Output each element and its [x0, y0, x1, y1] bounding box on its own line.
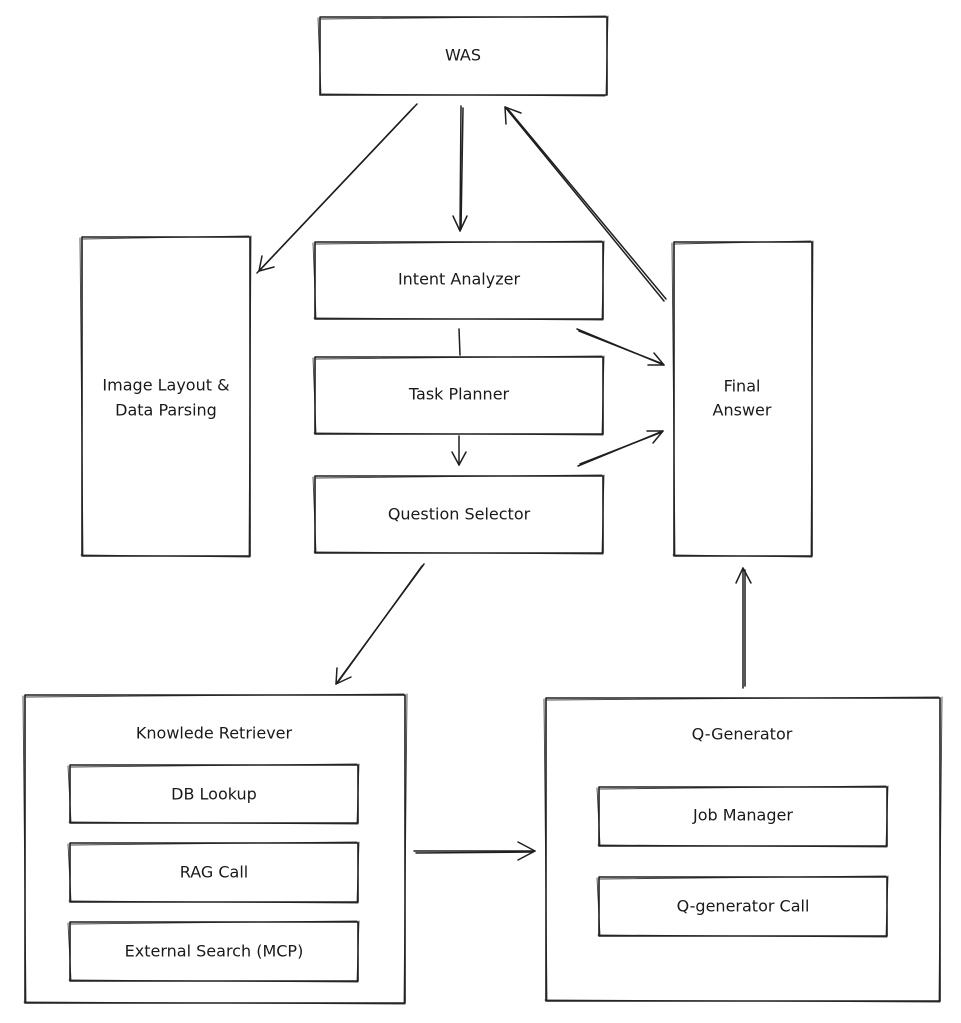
knowledge-retriever-container: Knowlede Retriever DB Lookup RAG Call Ex…	[22, 693, 408, 1005]
edge-was-to-image-layout	[256, 103, 418, 274]
q-generator-title: Q-Generator	[692, 725, 793, 744]
q-generator-call-label: Q-generator Call	[677, 897, 810, 916]
task-planner-node: Task Planner	[312, 355, 605, 436]
final-answer-label-line2: Answer	[713, 401, 772, 420]
edge-q-generator-to-final-answer	[735, 567, 752, 689]
image-layout-label-line1: Image Layout &	[102, 376, 229, 395]
external-search-label: External Search (MCP)	[125, 942, 304, 961]
image-layout-node: Image Layout & Data Parsing	[79, 235, 252, 558]
edge-final-answer-to-was	[504, 106, 667, 302]
edge-intent-analyzer-to-task-planner	[458, 328, 461, 356]
rag-call-label: RAG Call	[180, 863, 248, 882]
was-label: WAS	[445, 46, 481, 65]
intent-analyzer-node: Intent Analyzer	[312, 240, 605, 321]
external-search-node: External Search (MCP)	[67, 920, 360, 983]
job-manager-node: Job Manager	[596, 785, 889, 848]
q-generator-container: Q-Generator Job Manager Q-generator Call	[543, 696, 943, 1003]
db-lookup-node: DB Lookup	[67, 763, 360, 825]
task-planner-label: Task Planner	[408, 385, 510, 404]
job-manager-label: Job Manager	[692, 806, 793, 825]
intent-analyzer-label: Intent Analyzer	[398, 270, 521, 289]
db-lookup-label: DB Lookup	[171, 785, 257, 804]
image-layout-label-line2: Data Parsing	[115, 401, 217, 420]
final-answer-label-line1: Final	[724, 377, 761, 396]
edge-task-planner-to-question-selector	[451, 435, 467, 466]
final-answer-node: Final Answer	[671, 240, 814, 558]
was-node: WAS	[317, 15, 609, 97]
edge-question-selector-to-knowledge-retriever	[335, 563, 425, 685]
rag-call-node: RAG Call	[67, 841, 360, 904]
edge-knowledge-retriever-to-q-generator	[413, 841, 536, 861]
edge-was-to-intent-analyzer	[452, 105, 468, 232]
question-selector-label: Question Selector	[388, 505, 531, 524]
edge-intent-analyzer-to-final-answer	[576, 328, 665, 366]
edge-question-selector-to-final-answer	[577, 430, 664, 467]
knowledge-retriever-title: Knowlede Retriever	[136, 724, 293, 743]
question-selector-node: Question Selector	[312, 474, 605, 555]
q-generator-call-node: Q-generator Call	[596, 875, 889, 938]
